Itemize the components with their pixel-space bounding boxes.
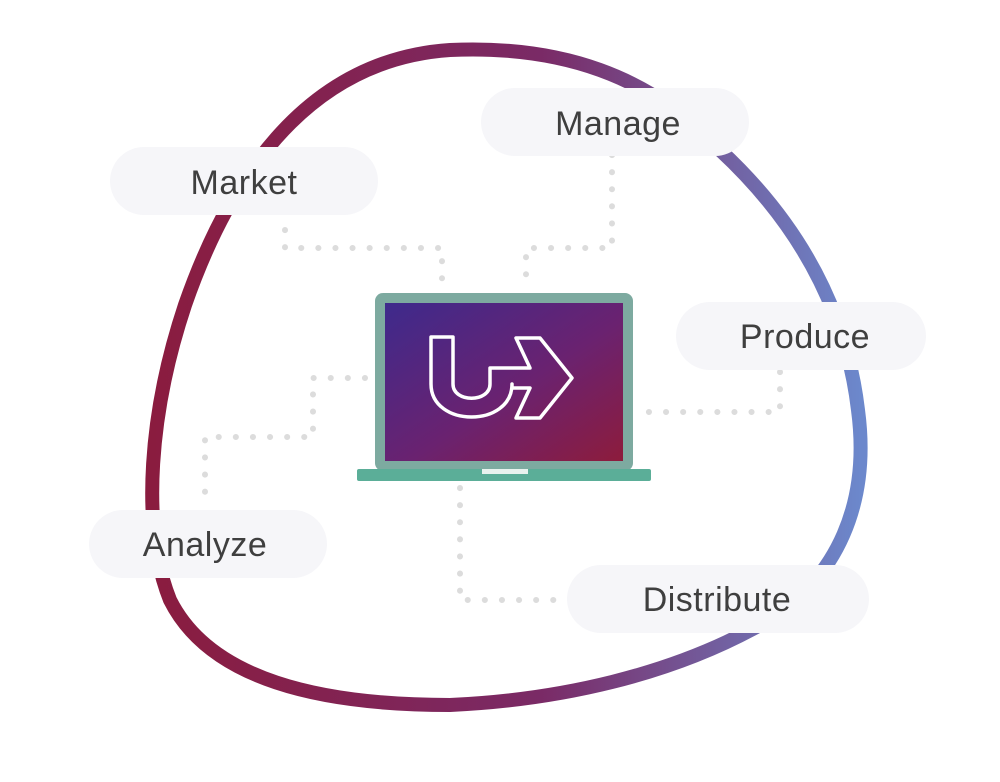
u-arrow-logo-icon (429, 335, 574, 420)
connector-distribute (457, 485, 573, 603)
node-analyze: Analyze (89, 510, 327, 578)
laptop-screen (385, 303, 623, 461)
connector-analyze (202, 375, 368, 508)
laptop-base (357, 469, 651, 481)
node-produce: Produce (676, 302, 926, 370)
node-manage: Manage (481, 88, 749, 156)
connector-produce (637, 369, 783, 415)
cycle-loop (145, 42, 868, 712)
node-label-manage: Manage (555, 105, 681, 143)
laptop-notch (482, 469, 528, 474)
node-label-analyze: Analyze (143, 526, 267, 564)
node-market: Market (110, 147, 378, 215)
laptop-with-u-arrow-logo-icon (357, 293, 651, 481)
node-label-market: Market (191, 164, 298, 202)
node-label-distribute: Distribute (643, 581, 792, 619)
node-distribute: Distribute (567, 565, 869, 633)
connector-manage (523, 152, 615, 293)
connectors (202, 152, 783, 603)
node-label-produce: Produce (740, 318, 870, 356)
connector-market (282, 227, 445, 293)
